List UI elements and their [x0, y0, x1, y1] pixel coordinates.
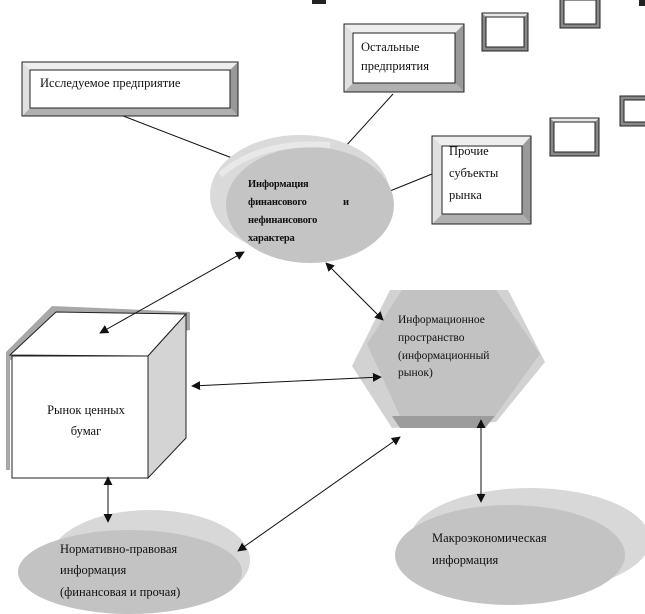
label-macro-info: Макроэкономическая информация — [432, 528, 547, 572]
label-line: информация — [432, 552, 499, 567]
label-line: (финансовая и прочая) — [60, 584, 181, 599]
node-other-enterprises — [343, 23, 465, 93]
label-financial-info-conjunction: и — [343, 197, 349, 208]
label-line: рынка — [449, 187, 482, 202]
decorative-box — [559, 0, 601, 29]
node-securities-market — [6, 306, 190, 480]
label-line: информация — [60, 563, 127, 578]
label-securities-market: Рынок ценных бумаг — [38, 400, 134, 443]
label-line: (информационный — [398, 349, 490, 362]
decorative-box — [481, 12, 529, 52]
node-studied-enterprise — [21, 61, 239, 117]
label-line: финансового — [248, 196, 307, 208]
edge-studied-to-financial — [117, 113, 246, 164]
label-line: бумаг — [70, 424, 102, 439]
label-line: рынок) — [398, 367, 433, 380]
label-studied-enterprise: Исследуемое предприятие — [40, 76, 181, 90]
label-line: Информационное — [398, 314, 485, 326]
node-other-market-subjects — [431, 135, 532, 225]
edge-infospace-regulatory — [237, 436, 401, 552]
label-line: Прочие — [449, 144, 489, 158]
label-line: нефинансового — [248, 214, 318, 226]
label-line: характера — [248, 232, 295, 244]
label-other-enterprises: Остальные предприятия — [361, 38, 429, 77]
label-line: предприятия — [361, 59, 429, 74]
decorative-box — [619, 95, 645, 127]
label-regulatory-info: Нормативно-правовая информация (финансов… — [60, 539, 180, 603]
edge-financial-securities — [99, 251, 245, 334]
label-financial-info: Информация финансового нефинансового хар… — [248, 176, 317, 247]
label-line: пространство — [398, 331, 465, 344]
label-line: Макроэкономическая — [432, 531, 547, 545]
label-info-space: Информационное пространство (информацион… — [398, 312, 489, 383]
label-line: Нормативно-правовая — [60, 542, 178, 556]
label-line: Информация — [248, 179, 309, 190]
node-macro-info — [395, 488, 645, 605]
edge-securities-infospace — [191, 372, 382, 391]
label-line: Остальные — [361, 40, 420, 54]
edge-financial-infospace — [325, 262, 384, 321]
node-regulatory-info — [18, 510, 250, 614]
decorative-box — [312, 0, 326, 4]
label-line: субъекты — [449, 165, 499, 180]
decorative-box — [549, 117, 600, 157]
label-other-market-subjects: Прочие субъекты рынка — [449, 141, 498, 207]
edge-other-subjects-to-financial — [384, 173, 433, 194]
decorative-box — [639, 0, 645, 6]
node-financial-info — [210, 135, 394, 263]
node-info-space — [352, 290, 545, 428]
label-line: Рынок ценных — [47, 403, 125, 417]
